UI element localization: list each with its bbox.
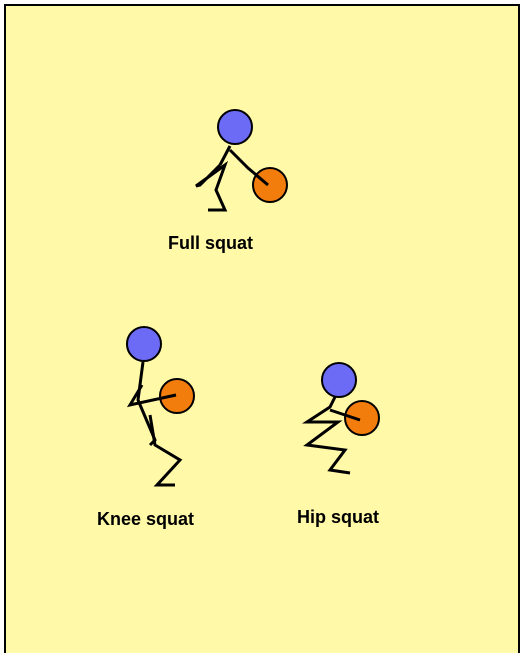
hip-squat-head <box>321 362 357 398</box>
knee-squat-ball <box>159 378 195 414</box>
knee-squat-head <box>126 326 162 362</box>
knee-squat-figure <box>126 326 195 487</box>
full-squat-ball <box>252 167 288 203</box>
full-squat-legs <box>195 160 229 212</box>
full-squat-head <box>217 109 253 145</box>
hip-squat-arm <box>329 408 361 422</box>
hip-squat-body <box>301 394 351 475</box>
full-squat-figure <box>195 109 288 212</box>
full-squat-label: Full squat <box>168 233 253 253</box>
knee-squat-legs <box>148 414 183 487</box>
hip-squat-figure <box>301 362 380 475</box>
knee-squat-label: Knee squat <box>97 509 195 529</box>
diagram-background <box>4 4 520 653</box>
knee-squat-torso <box>136 361 157 447</box>
full-squat-torso <box>218 145 232 166</box>
knee-squat-arm <box>126 384 177 408</box>
hip-squat-label: Hip squat <box>297 507 380 527</box>
hip-squat-ball <box>344 400 380 436</box>
full-squat-arm <box>228 148 269 187</box>
